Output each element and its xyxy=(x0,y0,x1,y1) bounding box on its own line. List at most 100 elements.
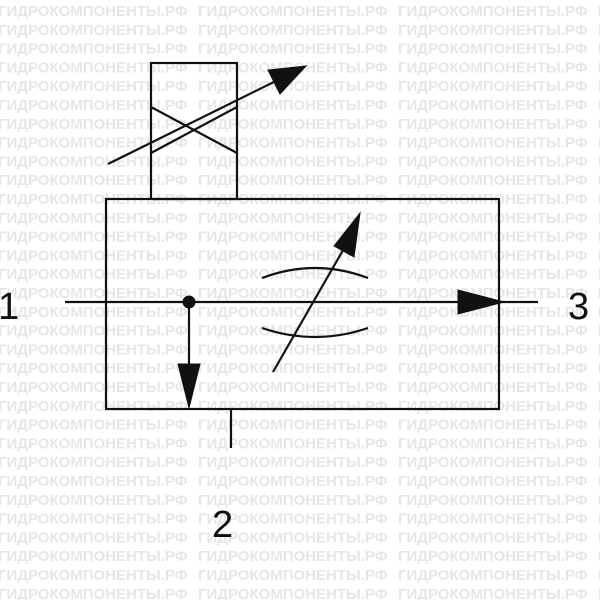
watermark-text: ГИДРОКОМПОНЕНТЫ.РФ xyxy=(0,3,188,20)
watermark-text: ГИДРОКОМПОНЕНТЫ.РФ xyxy=(398,172,588,189)
watermark-text: ГИДРОКОМПОНЕНТЫ.РФ xyxy=(0,360,188,377)
watermark-text: ГИДРОКОМПОНЕНТЫ.РФ xyxy=(0,191,188,208)
watermark-text: ГИДРОКОМПОНЕНТЫ.РФ xyxy=(198,398,388,415)
watermark-text: ГИДРОКОМПОНЕНТЫ.РФ xyxy=(198,41,388,58)
watermark-text: ГИДРОКОМПОНЕНТЫ.РФ xyxy=(598,78,600,95)
watermark-text: ГИДРОКОМПОНЕНТЫ.РФ xyxy=(598,417,600,434)
watermark-text: ГИДРОКОМПОНЕНТЫ.РФ xyxy=(198,379,388,396)
watermark-text: ГИДРОКОМПОНЕНТЫ.РФ xyxy=(598,323,600,340)
watermark-text: ГИДРОКОМПОНЕНТЫ.РФ xyxy=(398,529,588,546)
watermark-text: ГИДРОКОМПОНЕНТЫ.РФ xyxy=(598,492,600,509)
watermark-text: ГИДРОКОМПОНЕНТЫ.РФ xyxy=(0,304,188,321)
watermark-text: ГИДРОКОМПОНЕНТЫ.РФ xyxy=(198,492,388,509)
port-3-label: 3 xyxy=(568,286,589,328)
watermark-text: ГИДРОКОМПОНЕНТЫ.РФ xyxy=(598,22,600,39)
watermark-text: ГИДРОКОМПОНЕНТЫ.РФ xyxy=(398,398,588,415)
watermark-text: ГИДРОКОМПОНЕНТЫ.РФ xyxy=(198,304,388,321)
watermark-text: ГИДРОКОМПОНЕНТЫ.РФ xyxy=(398,78,588,95)
port-2-label: 2 xyxy=(212,504,233,546)
watermark-text: ГИДРОКОМПОНЕНТЫ.РФ xyxy=(0,398,188,415)
watermark-text: ГИДРОКОМПОНЕНТЫ.РФ xyxy=(0,172,188,189)
watermark-text: ГИДРОКОМПОНЕНТЫ.РФ xyxy=(398,511,588,528)
watermark-text: ГИДРОКОМПОНЕНТЫ.РФ xyxy=(398,116,588,133)
watermark-text: ГИДРОКОМПОНЕНТЫ.РФ xyxy=(0,323,188,340)
watermark-text: ГИДРОКОМПОНЕНТЫ.РФ xyxy=(398,135,588,152)
flow-arrowhead-to-3 xyxy=(457,289,506,315)
watermark-text: ГИДРОКОМПОНЕНТЫ.РФ xyxy=(198,417,388,434)
throttle-curve-lower xyxy=(261,326,369,339)
watermark-text: ГИДРОКОМПОНЕНТЫ.РФ xyxy=(398,22,588,39)
watermark-text: ГИДРОКОМПОНЕНТЫ.РФ xyxy=(198,454,388,471)
watermark-text: ГИДРОКОМПОНЕНТЫ.РФ xyxy=(198,360,388,377)
watermark-text: ГИДРОКОМПОНЕНТЫ.РФ xyxy=(398,473,588,490)
watermark-text: ГИДРОКОМПОНЕНТЫ.РФ xyxy=(0,529,188,546)
watermark-text: ГИДРОКОМПОНЕНТЫ.РФ xyxy=(198,210,388,227)
watermark-text: ГИДРОКОМПОНЕНТЫ.РФ xyxy=(0,247,188,264)
watermark-text: ГИДРОКОМПОНЕНТЫ.РФ xyxy=(398,285,588,302)
watermark: ГИДРОКОМПОНЕНТЫ.РФ ГИДРОКОМПОНЕНТЫ.РФ ГИДР… xyxy=(0,3,600,600)
watermark-text: ГИДРОКОМПОНЕНТЫ.РФ xyxy=(198,78,388,95)
watermark-text: ГИДРОКОМПОНЕНТЫ.РФ xyxy=(0,78,188,95)
watermark-text: ГИДРОКОМПОНЕНТЫ.РФ xyxy=(0,548,188,565)
watermark-text: ГИДРОКОМПОНЕНТЫ.РФ xyxy=(598,116,600,133)
watermark-text: ГИДРОКОМПОНЕНТЫ.РФ xyxy=(198,285,388,302)
watermark-text: ГИДРОКОМПОНЕНТЫ.РФ xyxy=(398,548,588,565)
watermark-text: ГИДРОКОМПОНЕНТЫ.РФ xyxy=(398,41,588,58)
watermark-text: ГИДРОКОМПОНЕНТЫ.РФ xyxy=(398,435,588,452)
watermark-text: ГИДРОКОМПОНЕНТЫ.РФ xyxy=(0,379,188,396)
watermark-text: ГИДРОКОМПОНЕНТЫ.РФ xyxy=(398,360,588,377)
watermark-text: ГИДРОКОМПОНЕНТЫ.РФ xyxy=(0,341,188,358)
watermark-text: ГИДРОКОМПОНЕНТЫ.РФ xyxy=(198,567,388,584)
actuator-box xyxy=(149,61,239,201)
watermark-text: ГИДРОКОМПОНЕНТЫ.РФ xyxy=(398,341,588,358)
watermark-text: ГИДРОКОМПОНЕНТЫ.РФ xyxy=(398,266,588,283)
watermark-text: ГИДРОКОМПОНЕНТЫ.РФ xyxy=(598,360,600,377)
watermark-text: ГИДРОКОМПОНЕНТЫ.РФ xyxy=(598,41,600,58)
watermark-text: ГИДРОКОМПОНЕНТЫ.РФ xyxy=(598,529,600,546)
watermark-text: ГИДРОКОМПОНЕНТЫ.РФ xyxy=(398,417,588,434)
watermark-text: ГИДРОКОМПОНЕНТЫ.РФ xyxy=(598,172,600,189)
watermark-text: ГИДРОКОМПОНЕНТЫ.РФ xyxy=(398,247,588,264)
watermark-text: ГИДРОКОМПОНЕНТЫ.РФ xyxy=(198,229,388,246)
watermark-text: ГИДРОКОМПОНЕНТЫ.РФ xyxy=(198,341,388,358)
watermark-text: ГИДРОКОМПОНЕНТЫ.РФ xyxy=(0,492,188,509)
watermark-text: ГИДРОКОМПОНЕНТЫ.РФ xyxy=(598,229,600,246)
watermark-text: ГИДРОКОМПОНЕНТЫ.РФ xyxy=(198,153,388,170)
watermark-text: ГИДРОКОМПОНЕНТЫ.РФ xyxy=(198,529,388,546)
watermark-text: ГИДРОКОМПОНЕНТЫ.РФ xyxy=(598,567,600,584)
watermark-text: ГИДРОКОМПОНЕНТЫ.РФ xyxy=(0,435,188,452)
throttle-adjust-arrow xyxy=(272,237,351,373)
watermark-text: ГИДРОКОМПОНЕНТЫ.РФ xyxy=(0,97,188,114)
watermark-text: ГИДРОКОМПОНЕНТЫ.РФ xyxy=(398,379,588,396)
watermark-text: ГИДРОКОМПОНЕНТЫ.РФ xyxy=(198,473,388,490)
watermark-text: ГИДРОКОМПОНЕНТЫ.РФ xyxy=(0,285,188,302)
watermark-text: ГИДРОКОМПОНЕНТЫ.РФ xyxy=(398,492,588,509)
watermark-text: ГИДРОКОМПОНЕНТЫ.РФ xyxy=(398,59,588,76)
watermark-text: ГИДРОКОМПОНЕНТЫ.РФ xyxy=(598,191,600,208)
watermark-text: ГИДРОКОМПОНЕНТЫ.РФ xyxy=(198,586,388,600)
watermark-text: ГИДРОКОМПОНЕНТЫ.РФ xyxy=(398,567,588,584)
watermark-text: ГИДРОКОМПОНЕНТЫ.РФ xyxy=(0,210,188,227)
watermark-text: ГИДРОКОМПОНЕНТЫ.РФ xyxy=(0,511,188,528)
watermark-text: ГИДРОКОМПОНЕНТЫ.РФ xyxy=(398,323,588,340)
watermark-text: ГИДРОКОМПОНЕНТЫ.РФ xyxy=(598,435,600,452)
watermark-text: ГИДРОКОМПОНЕНТЫ.РФ xyxy=(598,454,600,471)
watermark-text: ГИДРОКОМПОНЕНТЫ.РФ xyxy=(0,116,188,133)
watermark-text: ГИДРОКОМПОНЕНТЫ.РФ xyxy=(198,172,388,189)
watermark-text: ГИДРОКОМПОНЕНТЫ.РФ xyxy=(198,97,388,114)
watermark-text: ГИДРОКОМПОНЕНТЫ.РФ xyxy=(398,153,588,170)
watermark-text: ГИДРОКОМПОНЕНТЫ.РФ xyxy=(598,548,600,565)
watermark-text: ГИДРОКОМПОНЕНТЫ.РФ xyxy=(198,511,388,528)
watermark-text: ГИДРОКОМПОНЕНТЫ.РФ xyxy=(198,247,388,264)
watermark-text: ГИДРОКОМПОНЕНТЫ.РФ xyxy=(598,473,600,490)
watermark-text: ГИДРОКОМПОНЕНТЫ.РФ xyxy=(598,59,600,76)
watermark-text: ГИДРОКОМПОНЕНТЫ.РФ xyxy=(0,22,188,39)
watermark-text: ГИДРОКОМПОНЕНТЫ.РФ xyxy=(0,417,188,434)
valve-body xyxy=(104,197,501,411)
watermark-text: ГИДРОКОМПОНЕНТЫ.РФ xyxy=(198,548,388,565)
watermark-text: ГИДРОКОМПОНЕНТЫ.РФ xyxy=(598,586,600,600)
watermark-text: ГИДРОКОМПОНЕНТЫ.РФ xyxy=(598,285,600,302)
throttle-curve-upper xyxy=(261,266,369,280)
actuator-cross-line-b xyxy=(150,106,238,154)
